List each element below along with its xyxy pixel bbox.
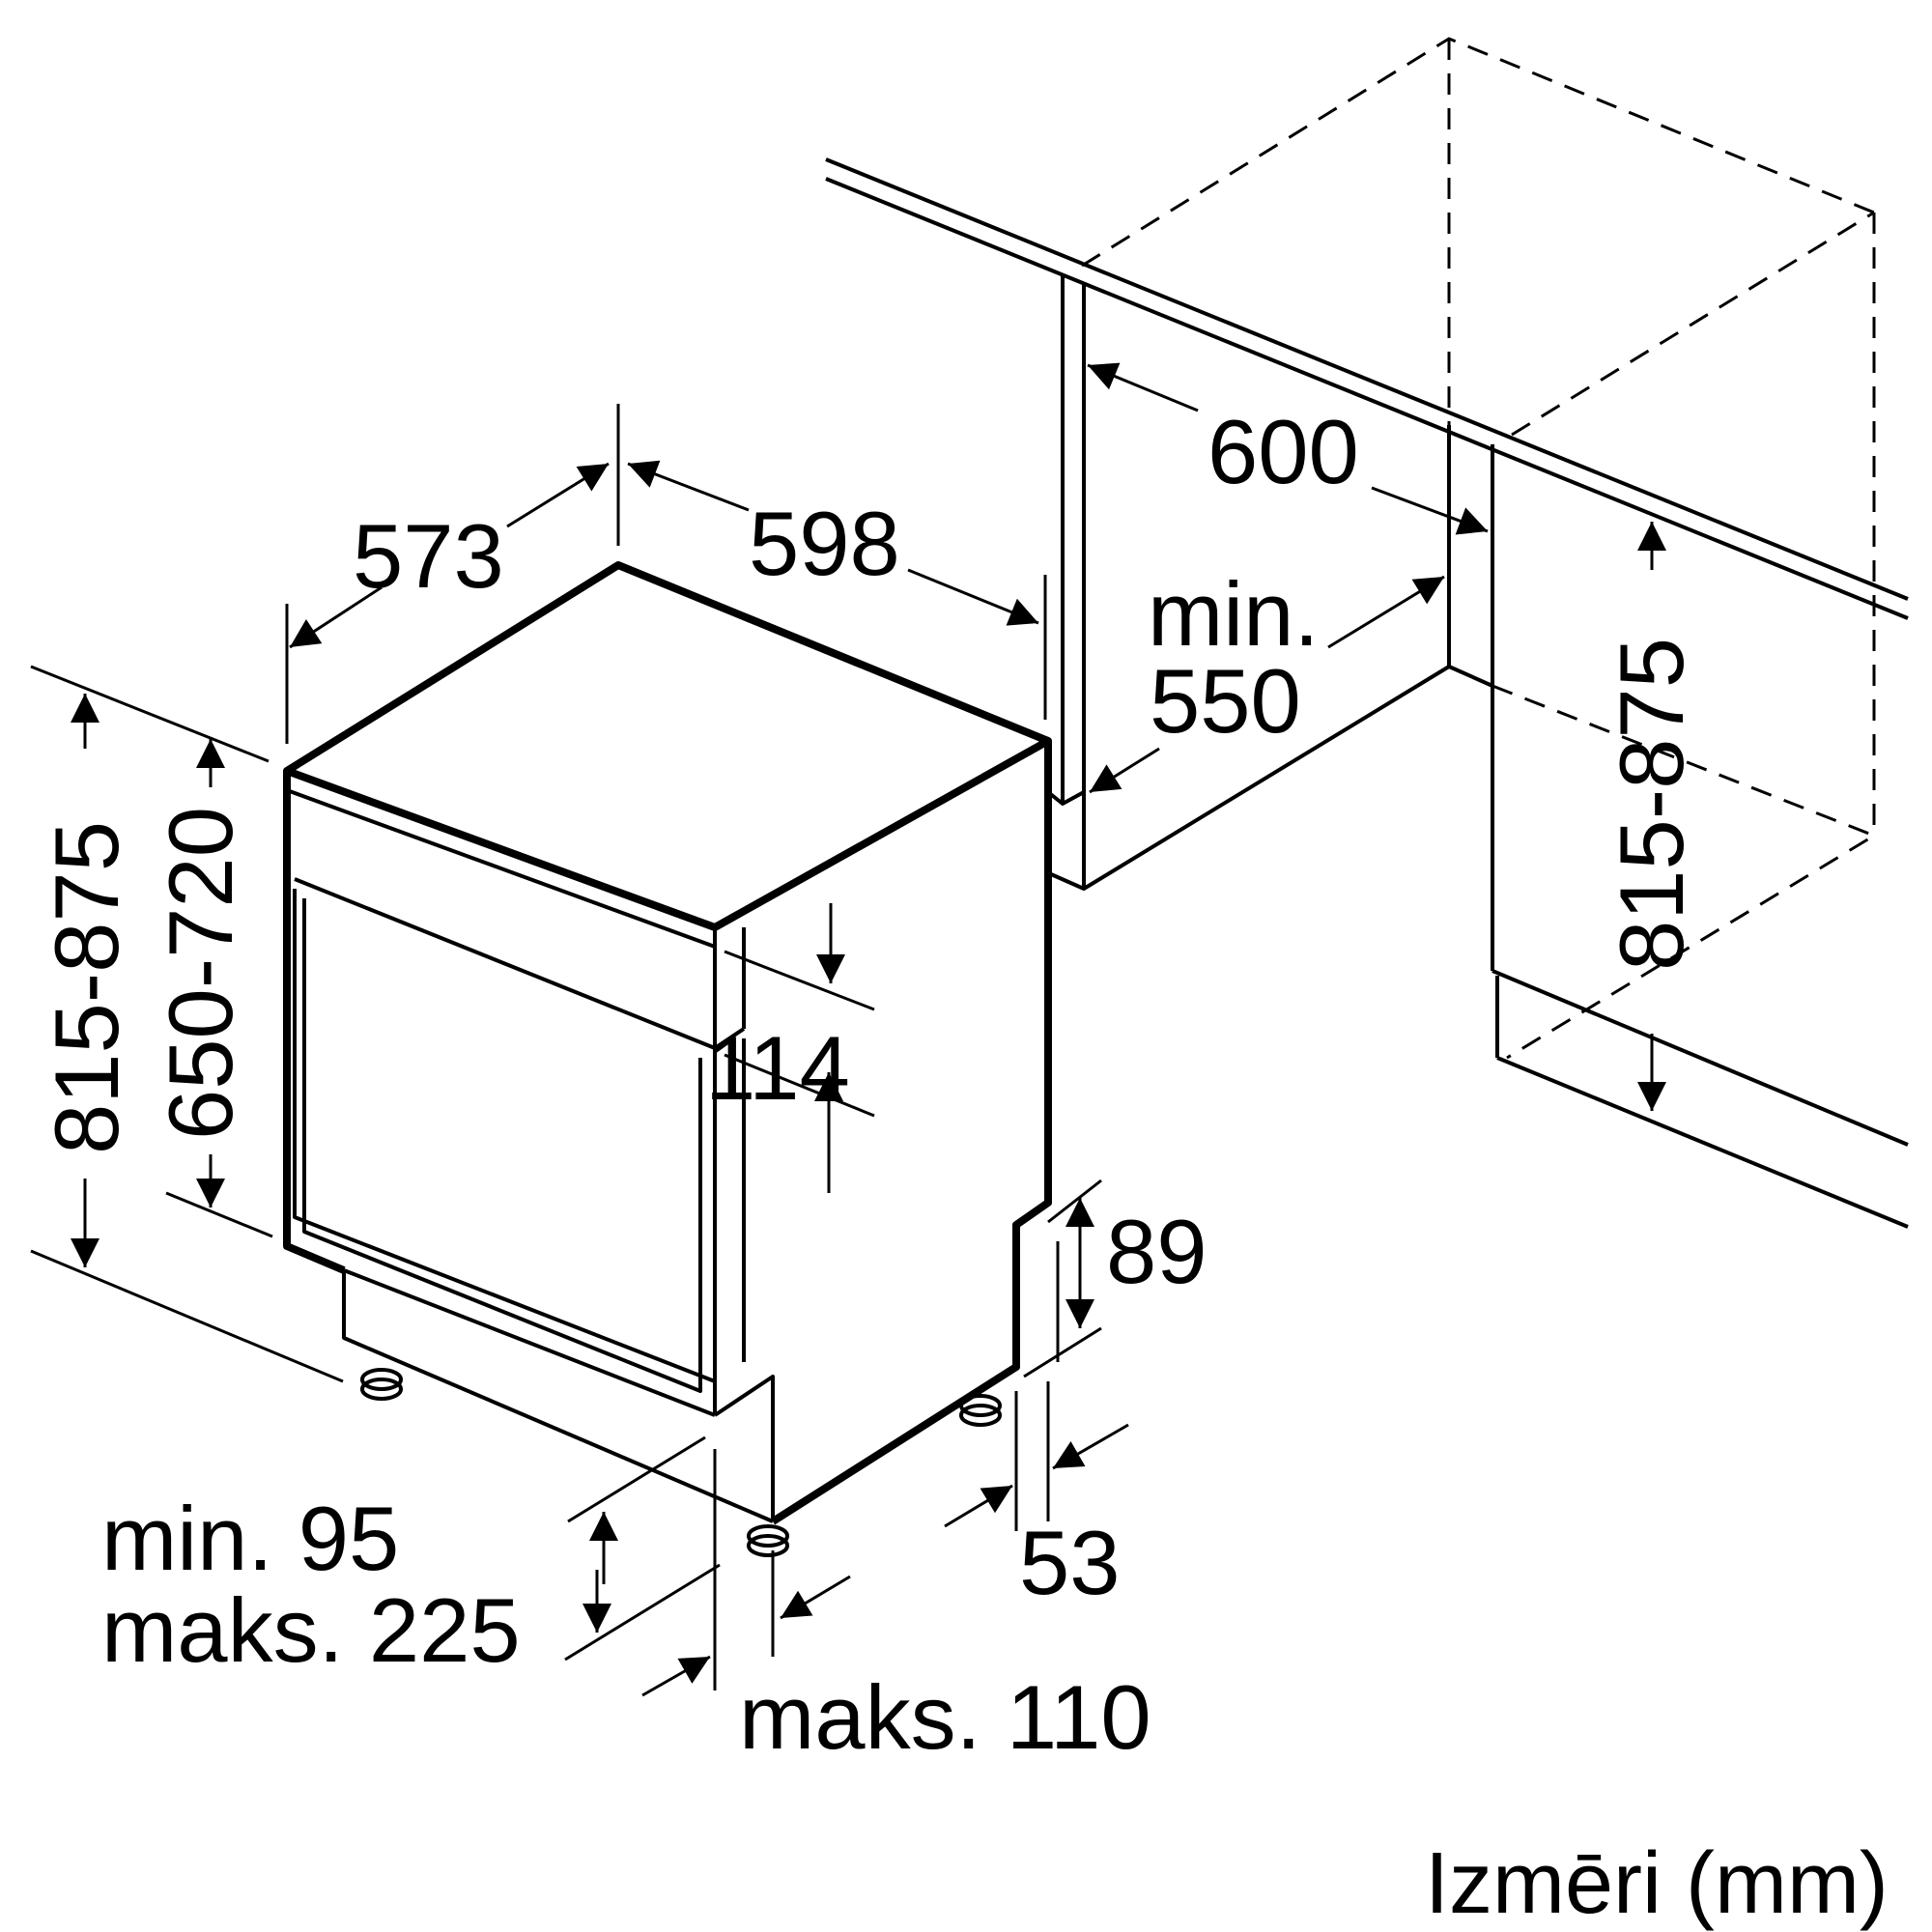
dim-598-arrow-left (627, 460, 750, 512)
dim-598-arrow-right (907, 568, 1039, 626)
cabinet-niche (825, 37, 1909, 1229)
dim-815-875-right-label: 815-875 (1601, 638, 1702, 971)
dim-573-arrow-left (289, 585, 383, 649)
worktop-edge-top (825, 157, 1909, 601)
dim-650-720-label: 650-720 (150, 807, 251, 1140)
dishwasher-side-right (770, 741, 1052, 1525)
dim-min-95-label: min. 95 (101, 1488, 399, 1589)
dim-573-label: 573 (353, 505, 504, 607)
dim-110-arrow-right (780, 1575, 851, 1620)
foot-right (959, 1394, 1002, 1417)
dim-550-label: 550 (1150, 650, 1301, 752)
dim-53-arrow-right (1052, 1423, 1129, 1470)
dimension-labels: 573 598 600 min. 550 114 89 53 min. 95 m… (36, 401, 1889, 1932)
dishwasher-body (283, 561, 1052, 1557)
foot-left (360, 1368, 403, 1391)
dim-573-arrow-right (506, 462, 610, 528)
dishwasher-top (283, 561, 1052, 931)
worktop-edge-bottom (825, 177, 1909, 620)
dim-110-arrow-left (641, 1655, 711, 1697)
units-caption: Izmēri (mm) (1425, 1835, 1889, 1932)
dim-815-875-left-label: 815-875 (36, 821, 137, 1154)
dim-598-label: 598 (749, 493, 900, 594)
dim-89-label: 89 (1106, 1201, 1208, 1302)
dimension-lines (30, 362, 1666, 1697)
control-panel-bottom (294, 877, 746, 1050)
plinth (342, 1270, 774, 1523)
dim-550-arrow-right (1327, 575, 1445, 649)
dim-600-arrow-left (1087, 362, 1199, 412)
dashed-cabinet-top (1081, 37, 1875, 268)
dashed-cabinet-bottom (1492, 684, 1878, 1060)
dim-550-arrow-left (1089, 747, 1160, 794)
dim-53-arrow-left (944, 1484, 1013, 1528)
dim-600-arrow-right (1371, 486, 1489, 535)
foot-front (747, 1524, 789, 1548)
niche-floor-left (1050, 665, 1451, 891)
dishwasher-front-left (283, 771, 346, 1274)
dim-114-label: 114 (705, 1017, 850, 1119)
dim-maks-225-label: maks. 225 (101, 1579, 521, 1681)
dim-min-label: min. (1148, 563, 1320, 665)
dim-maks-110-label: maks. 110 (739, 1666, 1151, 1768)
dim-53-label: 53 (1019, 1512, 1121, 1613)
dim-600-label: 600 (1208, 401, 1359, 502)
door-outline (293, 889, 716, 1383)
